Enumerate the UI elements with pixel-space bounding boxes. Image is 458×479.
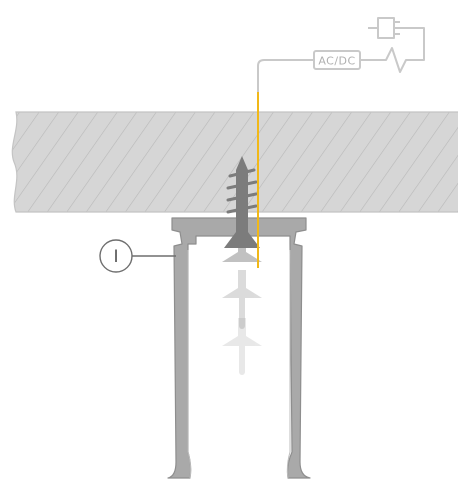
plug-icon xyxy=(368,17,400,39)
screw-ghost-3 xyxy=(222,318,262,375)
profile-callout: I xyxy=(99,239,176,273)
power-wiring xyxy=(257,27,425,112)
profile-callout-label: I xyxy=(113,247,118,267)
screw-ghost-2 xyxy=(222,270,262,329)
screw-icon xyxy=(224,156,260,248)
screw-ghost-1 xyxy=(222,236,262,262)
power-adapter-icon: AC/DC xyxy=(313,50,361,70)
power-adapter-label: AC/DC xyxy=(318,55,355,68)
ceiling-section xyxy=(11,111,458,213)
